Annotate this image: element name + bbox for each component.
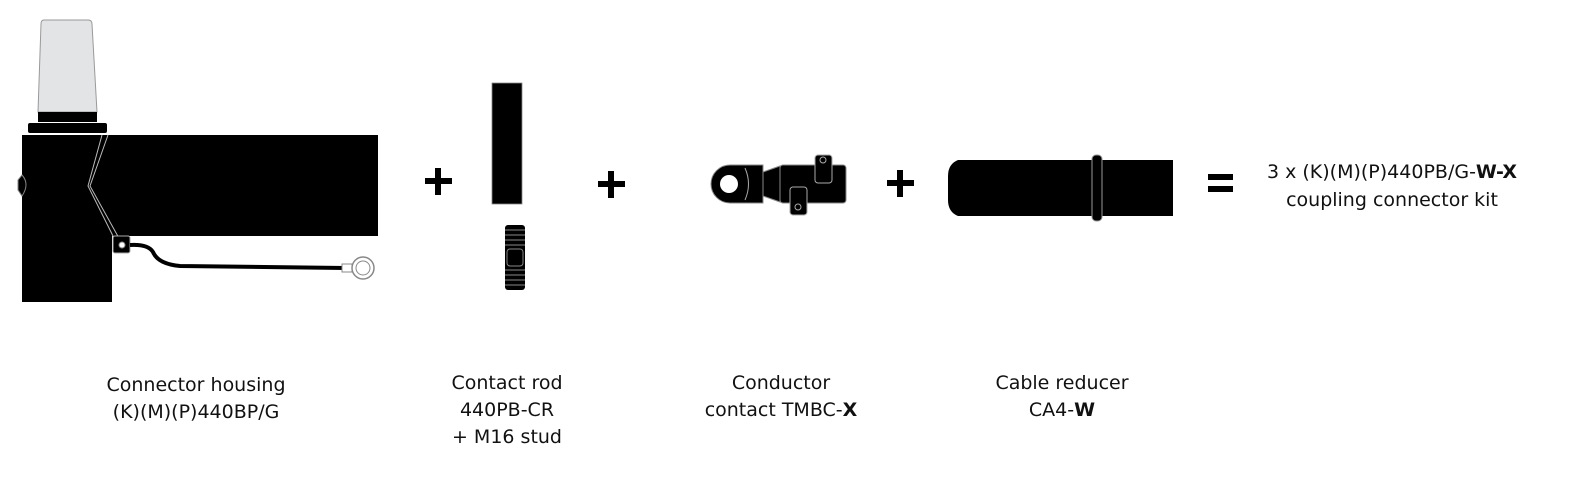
result-description: coupling connector kit	[1286, 189, 1498, 211]
label-line: (K)(M)(P)440BP/G	[112, 401, 280, 423]
plus-sign	[425, 168, 452, 195]
label-variable: W	[1074, 399, 1096, 421]
cable-reducer-label: Cable reducer CA4-W	[995, 370, 1128, 424]
connector-housing-illustration	[17, 19, 378, 302]
label-line: Contact rod	[451, 372, 563, 394]
label-line: 440PB-CR	[459, 399, 555, 421]
conductor-contact-label: Conductor contact TMBC-X	[705, 370, 858, 424]
connector-housing-label: Connector housing (K)(M)(P)440BP/G	[106, 372, 285, 426]
label-line: + M16 stud	[451, 426, 563, 448]
label-line: Cable reducer	[995, 372, 1129, 394]
conductor-contact-illustration	[710, 154, 847, 216]
label-line: Conductor	[731, 372, 831, 394]
cable-reducer-illustration	[948, 154, 1173, 222]
label-line: contact TMBC-	[704, 399, 843, 421]
label-line: Connector housing	[106, 374, 286, 396]
result-code-variable: W-X	[1475, 161, 1518, 183]
label-variable: X	[842, 399, 858, 421]
plus-sign	[598, 171, 625, 198]
plus-sign	[887, 170, 914, 197]
contact-rod-label: Contact rod 440PB-CR + M16 stud	[451, 370, 562, 451]
contact-rod-illustration	[491, 82, 525, 290]
kit-result-label: 3 x (K)(M)(P)440PB/G-W-X coupling connec…	[1267, 158, 1517, 214]
label-line: CA4-	[1028, 399, 1075, 421]
result-code: 3 x (K)(M)(P)440PB/G-	[1266, 161, 1476, 183]
equals-sign	[1208, 174, 1233, 192]
